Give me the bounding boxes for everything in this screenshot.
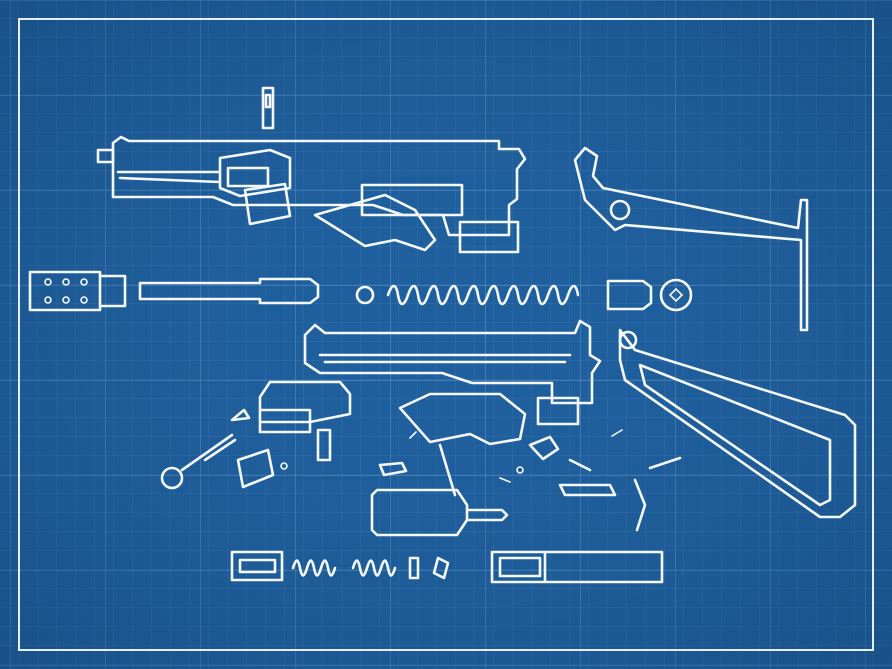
- magazine-follower: [230, 550, 284, 582]
- magazine-housing: [258, 380, 352, 434]
- upper-receiver-assembly: [96, 86, 527, 254]
- spring-cup: [606, 279, 653, 311]
- small-parts: [160, 408, 682, 532]
- upper-stock: [573, 146, 809, 332]
- lower-receiver-assembly: [303, 319, 602, 405]
- magazine-springs: [291, 556, 450, 580]
- skeleton-stock: [618, 328, 857, 519]
- bolt: [370, 488, 509, 537]
- barrel: [138, 277, 320, 305]
- barrel-ring: [355, 285, 375, 305]
- frame-border: [18, 18, 874, 651]
- trigger-housing: [398, 392, 580, 446]
- magazine: [490, 550, 664, 584]
- end-cap: [659, 278, 693, 312]
- recoil-spring: [386, 284, 580, 306]
- muzzle-cap: [28, 270, 127, 312]
